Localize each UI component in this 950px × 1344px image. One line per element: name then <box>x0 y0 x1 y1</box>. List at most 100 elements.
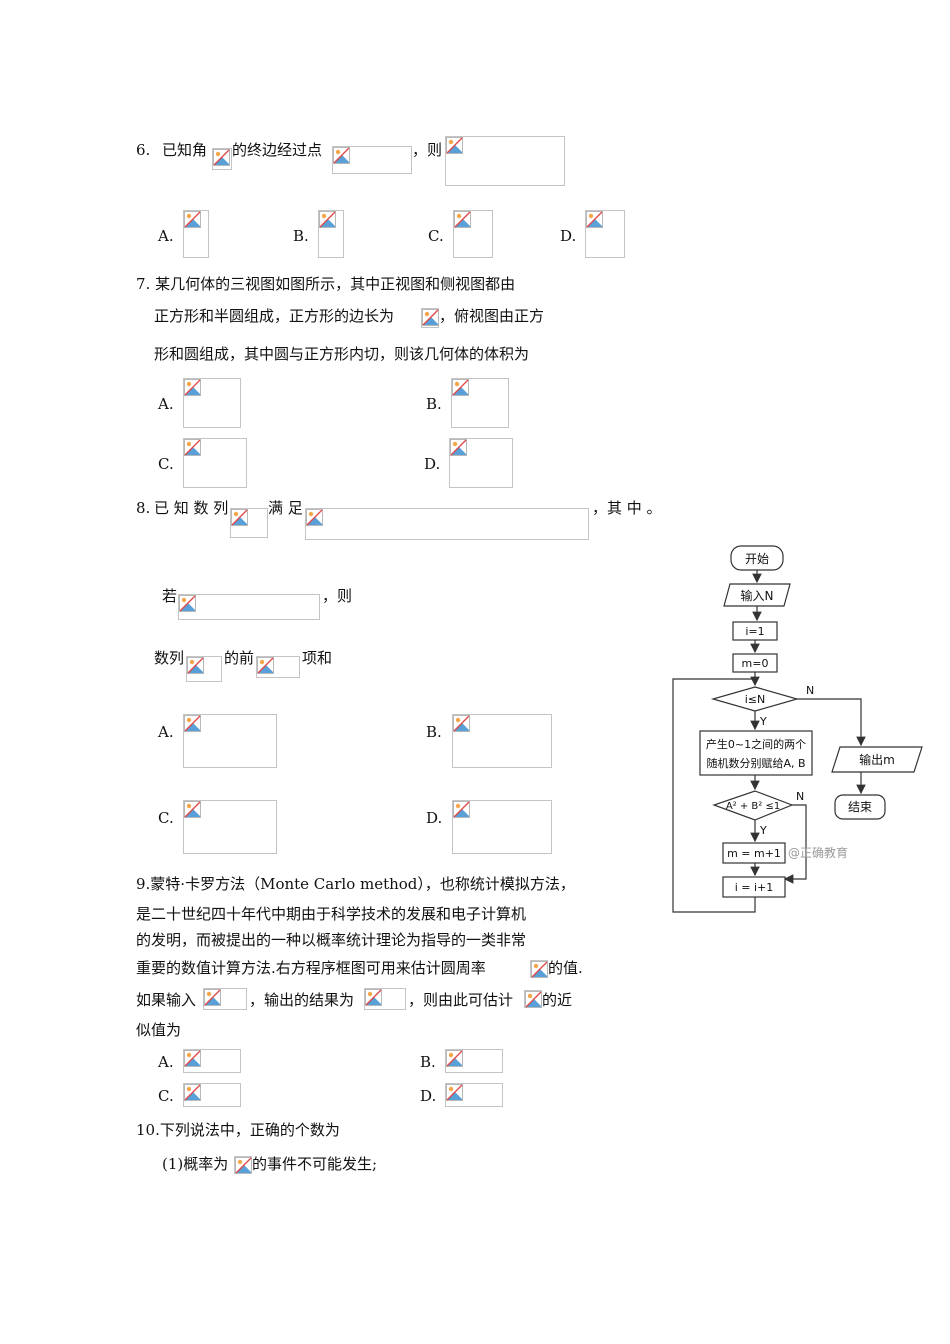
flow-update-m-node <box>722 842 786 864</box>
flow-input-label: 输入N <box>741 588 774 603</box>
formula-image-icon <box>332 146 412 174</box>
formula-image-icon <box>452 800 552 854</box>
formula-image-icon <box>183 378 241 428</box>
q6-number: 6. <box>136 141 151 159</box>
formula-image-icon <box>421 308 439 328</box>
q10-line1: 10.下列说法中，正确的个数为 <box>136 1121 340 1139</box>
q7-line1: 7. 某几何体的三视图如图所示，其中正视图和侧视图都由 <box>136 275 516 293</box>
q8-option-d: D. <box>426 809 443 827</box>
formula-image-icon <box>449 438 513 488</box>
flow-start-label: 开始 <box>745 552 769 566</box>
q9-option-a: A. <box>158 1053 174 1071</box>
q7-option-c: C. <box>158 455 174 473</box>
formula-image-icon <box>452 714 552 768</box>
q6-text-a: 已知角 <box>162 141 208 159</box>
formula-image-icon <box>445 1049 503 1073</box>
q9-line1: 9.蒙特·卡罗方法（Monte Carlo method），也称统计模拟方法， <box>136 875 575 893</box>
formula-image-icon <box>256 656 300 678</box>
q9-line2: 是二十世纪四十年代中期由于科学技术的发展和电子计算机 <box>136 905 527 923</box>
formula-image-icon <box>445 136 565 186</box>
formula-image-icon <box>305 508 589 540</box>
q6-option-c: C. <box>428 227 444 245</box>
formula-image-icon <box>453 210 493 258</box>
q9-option-d: D. <box>420 1087 437 1105</box>
flow-cond1-yes-label: Y <box>759 715 767 728</box>
q7-line2-a: 正方形和半圆组成，正方形的边长为 <box>154 307 395 325</box>
flow-end-label: 结束 <box>848 800 872 814</box>
q8-option-a: A. <box>158 723 174 741</box>
flow-update-i-label: i = i+1 <box>735 881 774 894</box>
flowchart: 开始 输入N i=1 m=0 i≤N N Y 产生0~1之间的两个 随机数分别赋… <box>672 545 923 913</box>
q7-option-b: B. <box>426 395 442 413</box>
flow-input-node <box>723 583 791 607</box>
q6-text-b: 的终边经过点 <box>232 141 323 159</box>
q7-option-d: D. <box>424 455 441 473</box>
formula-image-icon <box>183 1083 241 1107</box>
q9-line6: 似值为 <box>136 1021 182 1039</box>
formula-image-icon <box>318 210 344 258</box>
q8-option-b: B. <box>426 723 442 741</box>
flow-output-node <box>831 746 923 773</box>
q8-option-c: C. <box>158 809 174 827</box>
q9-line5-a: 如果输入 <box>136 991 197 1009</box>
watermark: @正确教育 <box>788 845 848 860</box>
flow-output-label: 输出m <box>859 752 895 767</box>
q8-text-b: 满 足 <box>268 499 303 517</box>
q9-option-c: C. <box>158 1087 174 1105</box>
flow-update-m-label: m = m+1 <box>727 847 781 860</box>
formula-image-icon <box>178 594 320 620</box>
flow-cond2-no-label: N <box>796 790 804 803</box>
flow-generate-label-1: 产生0~1之间的两个 <box>706 737 806 751</box>
q10-item1-a: (1)概率为 <box>162 1155 229 1173</box>
q8-number: 8. <box>136 499 151 517</box>
q9-line4-b: 的值. <box>548 959 583 977</box>
formula-image-icon <box>183 800 277 854</box>
flow-generate-node <box>699 730 813 776</box>
q8-text-a: 已 知 数 列 <box>154 499 229 517</box>
flow-init-m-label: m=0 <box>742 657 769 670</box>
formula-image-icon <box>234 1156 252 1174</box>
formula-image-icon <box>530 960 548 978</box>
formula-image-icon <box>585 210 625 258</box>
formula-image-icon <box>183 1049 241 1073</box>
formula-image-icon <box>212 148 232 170</box>
q8-line3-c: 项和 <box>302 649 333 667</box>
q7-line2-b: ，俯视图由正方 <box>439 307 545 325</box>
formula-image-icon <box>183 714 277 768</box>
flow-cond2-label: A² + B² ≤1 <box>726 801 780 812</box>
formula-image-icon <box>203 988 247 1010</box>
q9-line5-c: ，则由此可估计 <box>408 991 514 1009</box>
formula-image-icon <box>524 990 542 1008</box>
flow-init-i-label: i=1 <box>745 625 764 638</box>
flow-end-node <box>834 794 886 820</box>
q6-option-a: A. <box>158 227 174 245</box>
formula-image-icon <box>451 378 509 428</box>
q6-option-b: B. <box>293 227 309 245</box>
q8-line2-b: ，则 <box>322 587 353 605</box>
q9-line4-a: 重要的数值计算方法.右方程序框图可用来估计圆周率 <box>136 959 486 977</box>
q9-option-b: B. <box>420 1053 436 1071</box>
q9-line5-b: ，输出的结果为 <box>249 991 355 1009</box>
formula-image-icon <box>183 438 247 488</box>
q6-option-d: D. <box>560 227 577 245</box>
flow-cond2-yes-label: Y <box>759 824 767 837</box>
q6-text-c: ，则 <box>412 141 443 159</box>
formula-image-icon <box>364 988 406 1010</box>
formula-image-icon <box>230 508 268 538</box>
q8-line2-a: 若 <box>162 587 178 605</box>
q8-line3-b: 的前 <box>224 649 255 667</box>
flow-cond1-no-label: N <box>806 684 814 697</box>
flow-generate-label-2: 随机数分别赋给A, B <box>706 756 805 770</box>
q7-line3: 形和圆组成，其中圆与正方形内切，则该几何体的体积为 <box>154 345 530 363</box>
flow-cond1-label: i≤N <box>745 693 766 706</box>
q7-option-a: A. <box>158 395 174 413</box>
formula-image-icon <box>445 1083 503 1107</box>
q10-item1-b: 的事件不可能发生; <box>252 1155 378 1173</box>
q8-text-c: ，其 中 。 <box>592 499 662 517</box>
q9-line3: 的发明，而被提出的一种以概率统计理论为指导的一类非常 <box>136 931 527 949</box>
formula-image-icon <box>186 656 222 682</box>
flow-update-i-node <box>722 876 786 898</box>
q8-line3-a: 数列 <box>154 649 185 667</box>
formula-image-icon <box>183 210 209 258</box>
q9-line5-d: 的近 <box>542 991 573 1009</box>
